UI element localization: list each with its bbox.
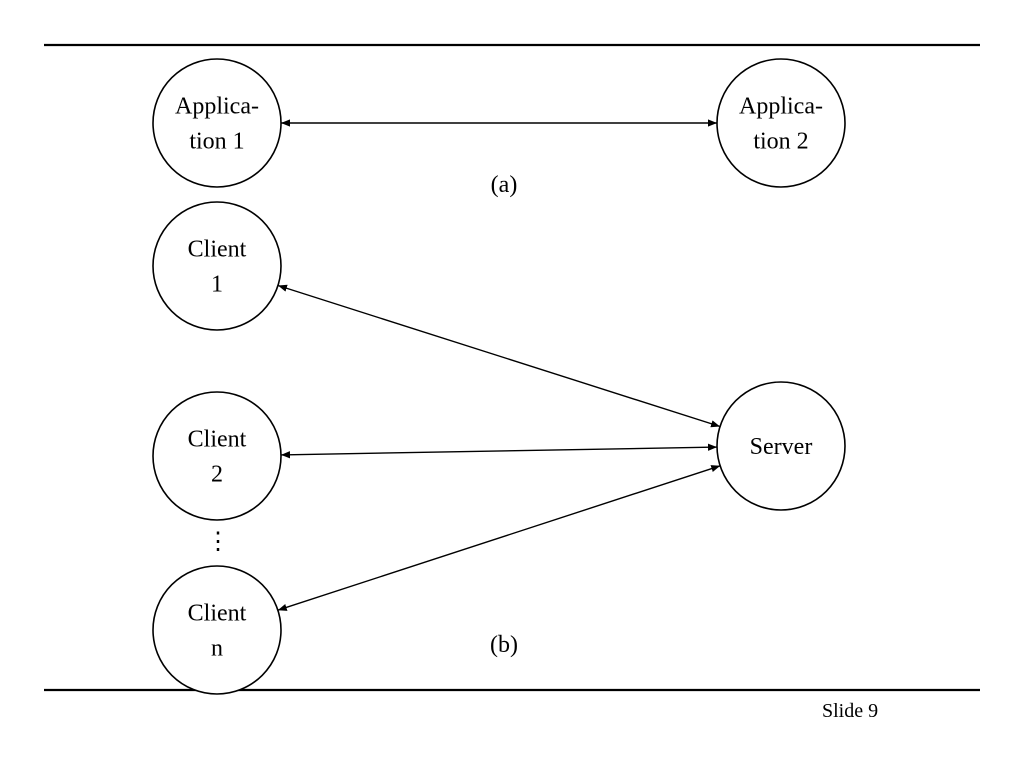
slide-number: Slide 9 (822, 700, 879, 722)
node-circle-app2 (716, 58, 846, 188)
node-label-clientn-line-2: n (211, 636, 223, 662)
node-label-app1-line-1: Applica- (175, 94, 259, 120)
ellipsis-glyph: ⋮ (206, 529, 230, 555)
node-clientn: Client n (152, 565, 282, 695)
node-label-app1-line-2: tion 1 (189, 129, 244, 155)
node-app2: Applica-tion 2 (716, 58, 846, 188)
node-server: Server (716, 381, 846, 511)
node-client1: Client 1 (152, 201, 282, 331)
node-circle-server (716, 381, 846, 511)
caption-b: (b) (490, 632, 518, 658)
node-circle-client1 (152, 201, 282, 331)
edges-layer (277, 119, 721, 611)
edge-clientn-server (277, 465, 721, 611)
node-circle-client2 (152, 391, 282, 521)
node-label-client2-line-2: 2 (211, 462, 223, 488)
node-circle-clientn (152, 565, 282, 695)
caption-a: (a) (491, 172, 518, 198)
node-app1: Applica-tion 1 (152, 58, 282, 188)
node-label-app2-line-1: Applica- (739, 94, 823, 120)
edge-client2-server (280, 443, 718, 459)
edge-client1-server (277, 284, 721, 428)
node-circle-app1 (152, 58, 282, 188)
node-label-clientn-line-1: Client (188, 601, 247, 627)
node-label-client1-line-2: 1 (211, 272, 223, 298)
node-label-server-line-1: Server (750, 434, 813, 460)
node-label-app2-line-2: tion 2 (753, 129, 808, 155)
node-label-client1-line-1: Client (188, 237, 247, 263)
node-label-client2-line-1: Client (188, 427, 247, 453)
node-client2: Client 2 (152, 391, 282, 521)
